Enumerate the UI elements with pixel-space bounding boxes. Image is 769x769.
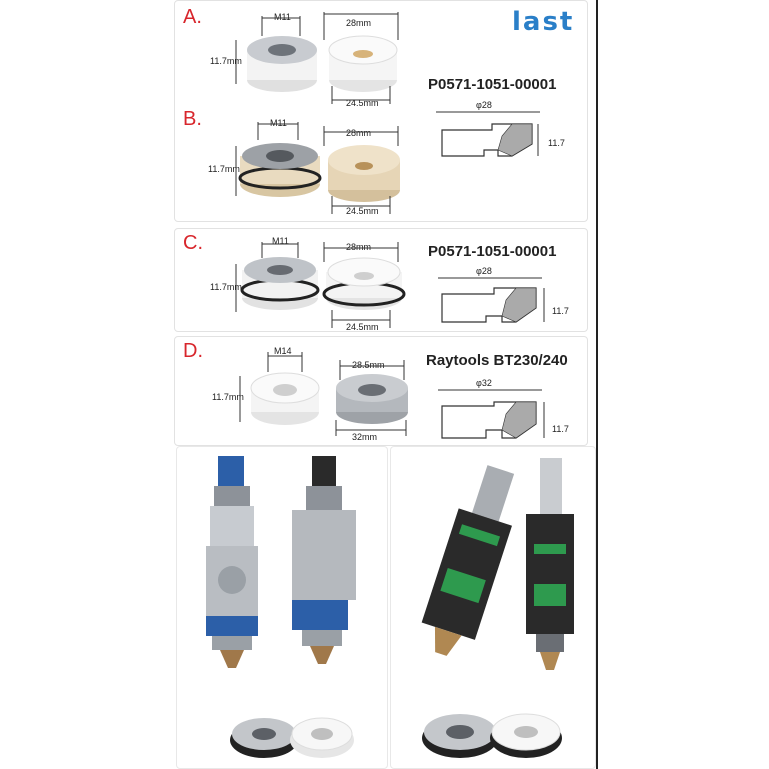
section-b-right-bottom: 24.5mm [346, 206, 379, 216]
section-c-letter: C. [183, 232, 203, 254]
section-c-drawing-height: 11.7 [552, 306, 569, 316]
section-c-nozzle-right [322, 257, 406, 310]
raytools-cutting-head-photo [421, 458, 574, 670]
section-c-left-height: 11.7mm [210, 282, 242, 292]
raytools-nozzle-pair-photo [422, 713, 562, 758]
section-b-left-width: M11 [270, 118, 287, 128]
section-d-nozzle-left [250, 372, 320, 425]
section-c-nozzle-left [240, 257, 320, 310]
section-d-drawing-height: 11.7 [552, 424, 569, 434]
vertical-divider [596, 0, 598, 769]
section-a-drawing-diameter: φ28 [476, 100, 492, 110]
section-d-nozzle-right [336, 374, 408, 424]
section-b-right-top: 28mm [346, 128, 372, 138]
section-d-part-number: Raytools BT230/240 [426, 352, 568, 369]
section-a-drawing-height: 11.7 [548, 138, 565, 148]
section-c-technical-drawing [438, 277, 545, 323]
section-d-left-width: M14 [274, 346, 292, 356]
section-d-drawing-diameter: φ32 [476, 378, 492, 388]
section-a-part-number: P0571-1051-00001 [428, 76, 557, 93]
section-c-part-number: P0571-1051-00001 [428, 243, 557, 260]
section-d-left-height: 11.7mm [212, 392, 244, 402]
section-a-right-top: 28mm [346, 18, 372, 28]
precitec-nozzle-pair-photo [230, 717, 354, 758]
precitec-cutting-head-photo [206, 456, 356, 668]
brand-logo: last [512, 7, 575, 37]
section-a-letter: A. [183, 6, 202, 28]
section-c-drawing-diameter: φ28 [476, 266, 492, 276]
section-a-left-width: M11 [274, 12, 291, 22]
section-c-left-width: M11 [272, 236, 289, 246]
section-d-technical-drawing [438, 389, 545, 439]
section-d-right-bottom: 32mm [352, 432, 378, 442]
section-c-right-top: 28mm [346, 242, 372, 252]
section-b-left-height: 11.7mm [208, 164, 240, 174]
section-b-letter: B. [183, 108, 202, 130]
section-c-right-bottom: 24.5mm [346, 322, 379, 332]
section-a-right-bottom: 24.5mm [346, 98, 379, 108]
section-a-nozzle-left [247, 36, 317, 92]
section-a-nozzle-right [328, 35, 398, 92]
section-b-nozzle-right [328, 145, 400, 202]
section-a-technical-drawing [436, 111, 540, 157]
section-b-nozzle-left [238, 143, 322, 197]
section-d-right-top: 28.5mm [352, 360, 385, 370]
section-a-left-height: 11.7mm [210, 56, 242, 66]
section-d-letter: D. [183, 340, 203, 362]
